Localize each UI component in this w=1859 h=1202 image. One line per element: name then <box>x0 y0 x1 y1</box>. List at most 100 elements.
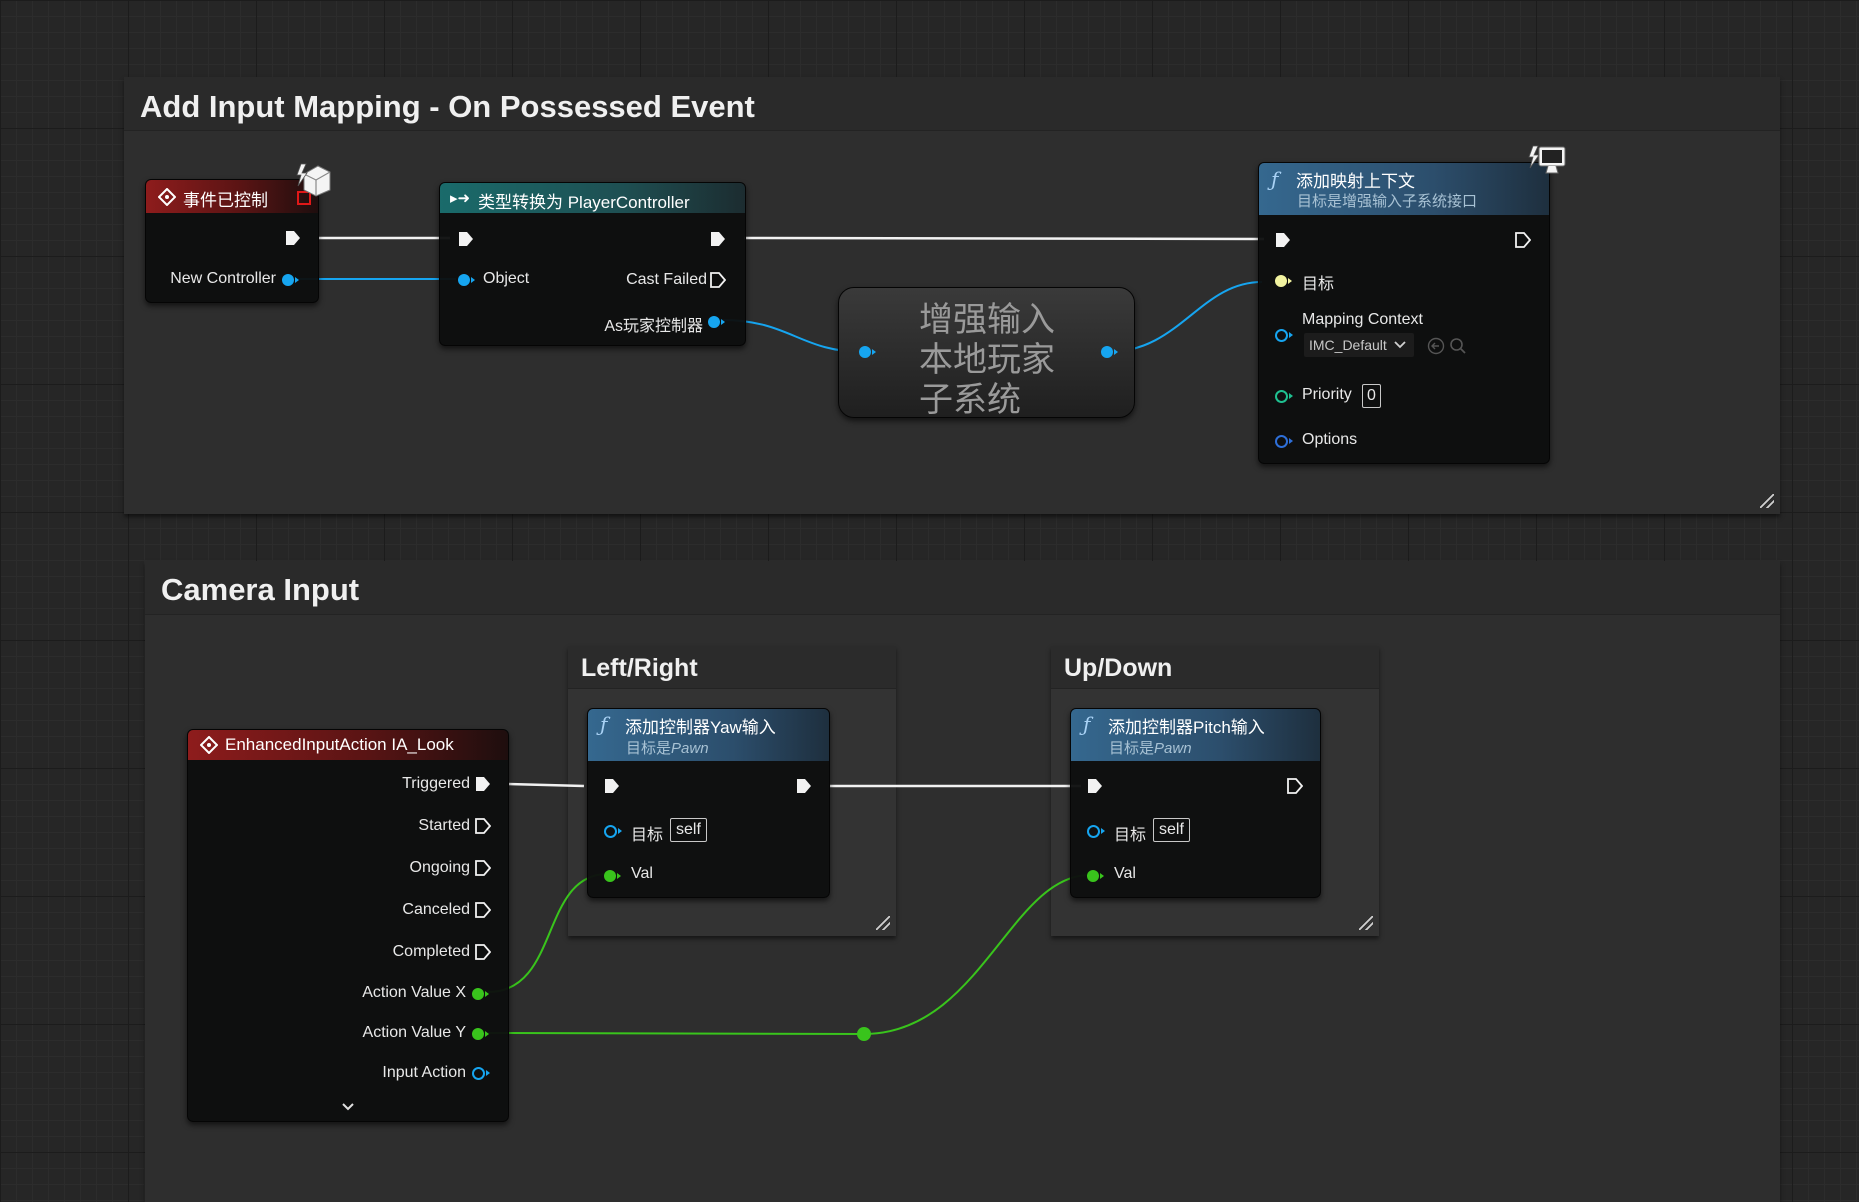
expand-chevron-icon[interactable] <box>341 1102 355 1112</box>
target-pin[interactable] <box>1087 825 1105 838</box>
pin-label-triggered: Triggered <box>402 775 470 792</box>
pin-label-started: Started <box>418 817 470 834</box>
exec-out-pin[interactable] <box>1515 232 1531 248</box>
priority-pin[interactable] <box>1275 390 1293 403</box>
pin-label-target: 目标 <box>1114 827 1147 844</box>
exec-out-pin[interactable] <box>1287 778 1303 794</box>
function-icon: ƒ <box>1083 712 1091 736</box>
pin-label-val: Val <box>1114 865 1136 882</box>
comment-header[interactable]: Up/Down <box>1051 646 1379 689</box>
node-title-line-2: 本地玩家 <box>919 341 1055 379</box>
node-title: 类型转换为 PlayerController <box>478 193 690 212</box>
ongoing-pin[interactable] <box>475 860 491 876</box>
new-controller-pin[interactable] <box>282 274 299 286</box>
priority-input[interactable]: 0 <box>1362 384 1381 408</box>
event-diamond-icon <box>200 736 218 754</box>
return-value-pin[interactable] <box>1101 346 1118 358</box>
exec-in-pin[interactable] <box>604 778 620 794</box>
target-pin[interactable] <box>1275 275 1292 287</box>
enhanced-input-action-ia-look-node[interactable]: EnhancedInputAction IA_Look Triggered St… <box>187 729 509 1122</box>
pin-label-priority: Priority <box>1302 386 1352 403</box>
node-subtitle: 目标是Pawn <box>626 737 709 758</box>
add-controller-pitch-input-node[interactable]: ƒ 添加控制器Pitch输入 目标是Pawn 目标 self Val <box>1070 708 1321 898</box>
cast-to-player-controller-node[interactable]: ▸➜ 类型转换为 PlayerController Object Cast Fa… <box>439 182 746 346</box>
dropdown-chevron-icon <box>1394 341 1406 349</box>
comment-header[interactable]: Add Input Mapping - On Possessed Event <box>124 77 1780 131</box>
subtitle-target: Pawn <box>1154 740 1192 757</box>
pin-label-object: Object <box>483 270 530 287</box>
browse-arrow-icon[interactable] <box>1427 337 1445 355</box>
pin-label-action-value-x: Action Value X <box>362 984 466 1001</box>
mapping-context-dropdown[interactable]: IMC_Default <box>1304 333 1414 357</box>
event-possessed-node[interactable]: 事件已控制 New Controller <box>145 179 319 303</box>
comment-title: Up/Down <box>1064 654 1173 682</box>
exec-in-pin[interactable] <box>1087 778 1103 794</box>
node-header[interactable]: ▸➜ 类型转换为 PlayerController <box>440 183 745 213</box>
pin-label-target: 目标 <box>631 827 664 844</box>
node-title: 添加控制器Yaw输入 <box>625 718 776 737</box>
node-header[interactable]: 事件已控制 <box>146 180 318 213</box>
pin-label-mapping-context: Mapping Context <box>1302 311 1423 328</box>
options-pin[interactable] <box>1275 435 1293 448</box>
node-title-line-3: 子系统 <box>919 381 1021 419</box>
exec-out-pin[interactable] <box>796 778 812 794</box>
subtitle-target: Pawn <box>671 740 709 757</box>
resize-grip-icon[interactable] <box>876 916 890 930</box>
node-header[interactable]: ƒ 添加控制器Yaw输入 目标是Pawn <box>588 709 829 761</box>
exec-out-pin[interactable] <box>285 230 301 246</box>
canceled-pin[interactable] <box>475 902 491 918</box>
val-pin[interactable] <box>604 870 621 882</box>
node-title-line-1: 增强输入 <box>919 301 1055 339</box>
pin-label-input-action: Input Action <box>382 1064 466 1081</box>
val-pin[interactable] <box>1087 870 1104 882</box>
action-value-x-pin[interactable] <box>472 988 489 1000</box>
comment-header[interactable]: Left/Right <box>568 646 896 689</box>
pin-label-ongoing: Ongoing <box>409 859 471 876</box>
started-pin[interactable] <box>475 818 491 834</box>
input-action-pin[interactable] <box>472 1067 490 1080</box>
node-subtitle: 目标是Pawn <box>1109 737 1192 758</box>
node-subtitle: 目标是增强输入子系统接口 <box>1297 193 1478 210</box>
cast-failed-pin[interactable] <box>710 272 726 288</box>
exec-in-pin[interactable] <box>458 231 474 247</box>
pin-label-cast-failed: Cast Failed <box>626 271 707 288</box>
mapping-context-pin[interactable] <box>1275 329 1293 342</box>
subtitle-prefix: 目标是 <box>1109 740 1155 757</box>
node-header[interactable]: ƒ 添加映射上下文 目标是增强输入子系统接口 <box>1259 163 1549 215</box>
pin-label-completed: Completed <box>392 943 470 960</box>
function-icon: ƒ <box>1271 167 1279 191</box>
pin-label-canceled: Canceled <box>402 901 470 918</box>
pin-label-action-value-y: Action Value Y <box>362 1024 466 1041</box>
server-authority-icon <box>296 163 331 197</box>
target-input[interactable]: self <box>1153 818 1190 842</box>
enhanced-input-subsystem-node[interactable]: 增强输入 本地玩家 子系统 <box>838 287 1135 419</box>
self-input-pin[interactable] <box>859 346 876 358</box>
comment-title: Left/Right <box>581 654 698 682</box>
target-pin[interactable] <box>604 825 622 838</box>
completed-pin[interactable] <box>475 944 491 960</box>
as-player-controller-pin[interactable] <box>708 316 725 328</box>
add-controller-yaw-input-node[interactable]: ƒ 添加控制器Yaw输入 目标是Pawn 目标 self Val <box>587 708 830 898</box>
exec-out-pin[interactable] <box>710 231 726 247</box>
cast-arrow-icon: ▸➜ <box>450 190 471 207</box>
search-icon[interactable] <box>1449 337 1467 355</box>
pin-label-as-player-controller: As玩家控制器 <box>604 318 703 335</box>
comment-header[interactable]: Camera Input <box>145 561 1780 615</box>
node-title: 添加控制器Pitch输入 <box>1108 718 1265 737</box>
exec-in-pin[interactable] <box>1275 232 1291 248</box>
object-pin[interactable] <box>458 274 475 286</box>
action-value-y-pin[interactable] <box>472 1028 489 1040</box>
pin-label-options: Options <box>1302 431 1358 448</box>
target-input[interactable]: self <box>670 818 707 842</box>
node-header[interactable]: ƒ 添加控制器Pitch输入 目标是Pawn <box>1071 709 1320 761</box>
event-output-delegate-pin[interactable] <box>297 191 311 205</box>
pin-label-val: Val <box>631 865 653 882</box>
node-header[interactable]: EnhancedInputAction IA_Look <box>188 730 508 760</box>
triggered-pin[interactable] <box>475 776 491 792</box>
mapping-context-value: IMC_Default <box>1309 337 1387 353</box>
pin-label-new-controller: New Controller <box>170 270 276 287</box>
subtitle-prefix: 目标是 <box>626 740 672 757</box>
add-mapping-context-node[interactable]: ƒ 添加映射上下文 目标是增强输入子系统接口 目标 Mapping Contex… <box>1258 162 1550 464</box>
resize-grip-icon[interactable] <box>1359 916 1373 930</box>
resize-grip-icon[interactable] <box>1760 494 1774 508</box>
